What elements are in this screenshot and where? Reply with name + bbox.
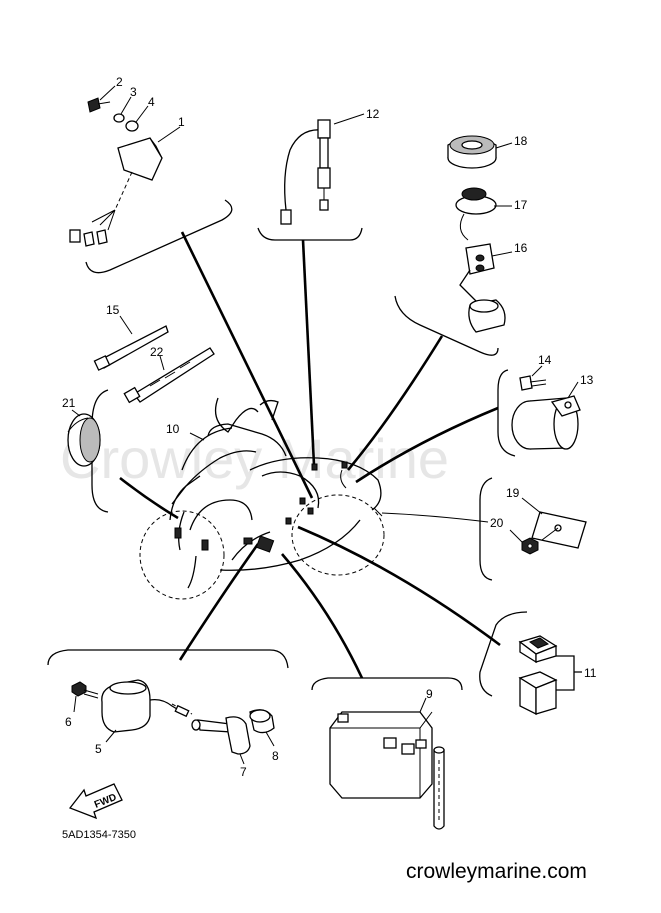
callout-9: 9 [426,687,433,701]
part-washer-4 [125,120,139,132]
callout-22: 22 [150,345,164,359]
callout-18: 18 [514,134,528,148]
callout-13: 13 [580,373,594,387]
group-brackets [47,199,528,697]
diagram-code: 5AD1354-7350 [62,829,136,841]
part-bolt-14 [519,375,547,391]
part-cable-tie-15 [93,325,169,371]
part-grommet-18 [447,135,497,169]
watermark-text: Crowley Marine [60,427,449,490]
part-bolt-6 [71,681,99,699]
callout-19: 19 [506,486,520,500]
footer-url[interactable]: crowleymarine.com [406,860,587,883]
part-battery-9 [329,711,445,830]
part-sensor-12 [280,119,331,225]
part-plate-17 [455,187,497,241]
part-cap-21 [67,413,101,467]
part-cable-tie-22 [123,347,215,404]
scooter-outline [139,397,385,600]
part-nut-20 [521,537,539,555]
part-plug-cap-7 [191,716,251,755]
part-reflector-19 [531,511,587,549]
callout-5: 5 [95,742,102,756]
part-horn-13 [511,395,581,450]
callout-15: 15 [106,303,120,317]
callout-11: 11 [584,666,597,680]
part-cover-8 [249,709,275,734]
part-relay-11-lower [518,671,558,716]
callout-20: 20 [490,516,504,530]
callout-10: 10 [166,422,180,436]
part-screw-2 [87,97,111,113]
callout-8: 8 [272,749,279,763]
relay-bracket [556,655,582,691]
callout-4: 4 [148,95,155,109]
callout-12: 12 [366,107,380,121]
part-ignition-coil-5 [101,679,193,733]
callout-2: 2 [116,75,123,89]
leader-lines [119,231,501,679]
callout-6: 6 [65,715,72,729]
callouts: 1 2 3 4 5 6 7 8 9 10 11 12 13 14 15 16 1… [62,75,597,779]
part-relay-11-upper [518,635,558,664]
part-fuel-sender-16 [459,243,506,333]
callout-21: 21 [62,396,76,410]
part-cdi-unit [69,137,163,247]
callout-14: 14 [538,353,552,367]
callout-7: 7 [240,765,247,779]
callout-3: 3 [130,85,137,99]
callout-1: 1 [178,115,185,129]
callout-16: 16 [514,241,528,255]
callout-17: 17 [514,198,528,212]
part-washer-3 [113,113,125,123]
fwd-arrow-icon: FWD [68,783,123,820]
